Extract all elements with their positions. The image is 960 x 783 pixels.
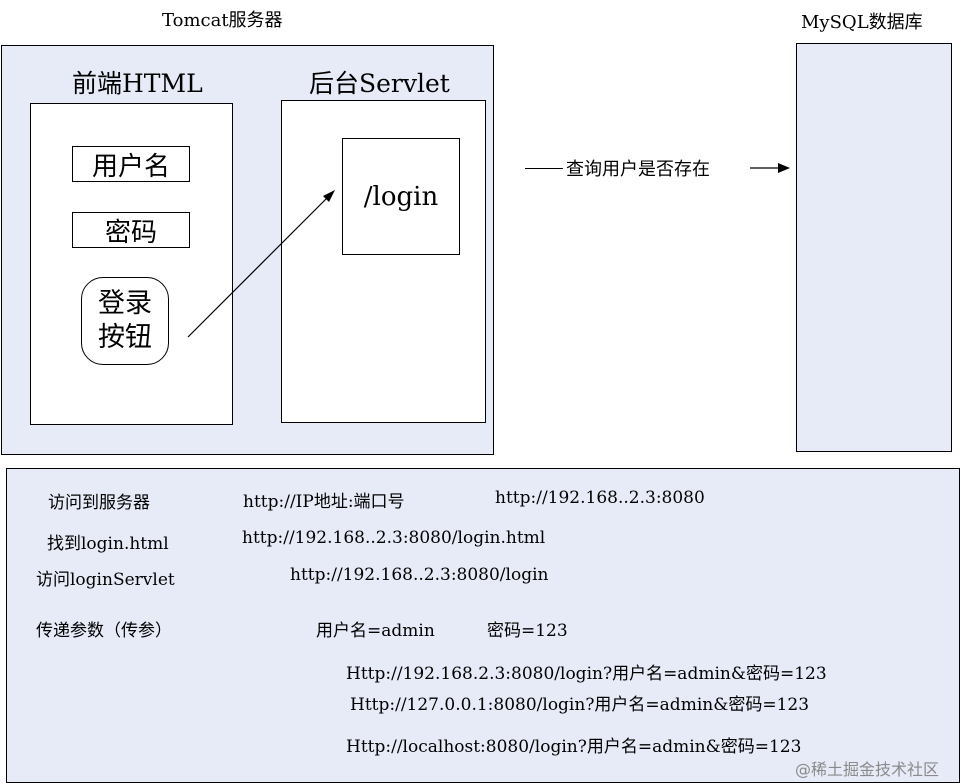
example-url: Http://localhost:8080/login?用户名=admin&密码… [346, 737, 802, 757]
example-url: Http://192.168.2.3:8080/login?用户名=admin&… [346, 664, 827, 684]
note-row1-pattern: http://IP地址:端口号 [243, 492, 405, 512]
login-servlet-box: /login [342, 138, 460, 255]
password-label: 密码 [104, 217, 157, 248]
note-row1-example: http://192.168..2.3:8080 [495, 488, 705, 508]
watermark: @稀土掘金技术社区 [795, 760, 940, 779]
login-button: 登录 按钮 [81, 277, 169, 365]
backend-title: 后台Servlet [309, 69, 450, 98]
login-button-line1: 登录 [98, 288, 152, 319]
note-row4-param1: 用户名=admin [316, 621, 435, 641]
query-arrow-head [750, 163, 790, 173]
tomcat-title: Tomcat服务器 [162, 10, 283, 31]
note-row3-url: http://192.168..2.3:8080/login [290, 565, 549, 585]
note-row4-label: 传递参数（传参） [36, 621, 172, 641]
login-button-line2: 按钮 [98, 322, 152, 353]
note-row2-label: 找到login.html [47, 534, 169, 554]
login-path: /login [363, 181, 439, 212]
note-row2-url: http://192.168..2.3:8080/login.html [242, 528, 546, 548]
mysql-title: MySQL数据库 [801, 12, 923, 33]
notes-panel [6, 468, 960, 783]
username-field: 用户名 [72, 146, 190, 182]
query-arrow-label: 查询用户是否存在 [566, 159, 710, 180]
password-field: 密码 [72, 212, 190, 248]
example-url: Http://127.0.0.1:8080/login?用户名=admin&密码… [350, 695, 810, 715]
note-row3-label: 访问loginServlet [36, 570, 175, 590]
note-row4-param2: 密码=123 [487, 621, 568, 641]
frontend-title: 前端HTML [72, 69, 203, 98]
query-line-left [525, 168, 563, 169]
username-label: 用户名 [91, 151, 170, 182]
note-row1-label: 访问到服务器 [48, 493, 150, 513]
submit-arrow [187, 190, 335, 338]
mysql-box [796, 43, 952, 452]
